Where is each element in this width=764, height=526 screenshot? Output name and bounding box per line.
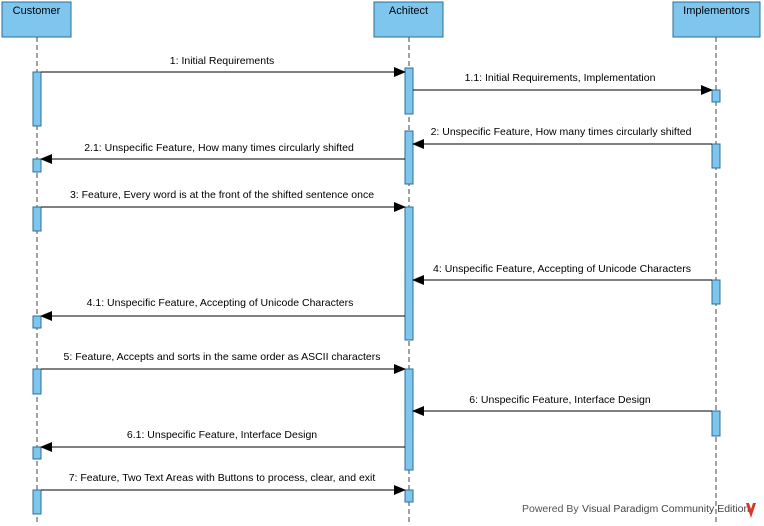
footer-brand: Visual Paradigm Community Edition	[582, 503, 749, 515]
message-3: 3: Feature, Every word is at the front o…	[41, 189, 406, 212]
activation-implementors-3	[711, 279, 721, 305]
message-7-label: 7: Feature, Two Text Areas with Buttons …	[69, 472, 376, 484]
activation-customer-5	[32, 368, 42, 395]
activation-customer-2	[32, 158, 42, 173]
message-2: 2: Unspecific Feature, How many times ci…	[412, 126, 712, 149]
activation-customer-6	[32, 446, 42, 460]
activation-customer-3	[32, 206, 42, 232]
activation-implementors-1	[711, 89, 721, 103]
participant-implementors[interactable]: Implementors	[672, 1, 761, 38]
participant-architect[interactable]: Achitect	[373, 1, 444, 38]
message-1-1: 1.1: Initial Requirements, Implementatio…	[413, 72, 713, 95]
message-4-1-label: 4.1: Unspecific Feature, Accepting of Un…	[87, 297, 354, 309]
message-6-label: 6: Unspecific Feature, Interface Design	[469, 394, 651, 406]
activation-customer-4	[32, 315, 42, 329]
activation-implementors-4	[711, 410, 721, 437]
message-1-1-label: 1.1: Initial Requirements, Implementatio…	[465, 72, 656, 84]
message-5: 5: Feature, Accepts and sorts in the sam…	[41, 351, 406, 374]
footer-powered-by: Powered By	[522, 503, 579, 515]
activation-architect-4	[404, 368, 414, 471]
footer-watermark: Powered By Visual Paradigm Community Edi…	[522, 503, 756, 518]
activation-implementors-2	[711, 143, 721, 169]
message-6-1: 6.1: Unspecific Feature, Interface Desig…	[40, 429, 405, 452]
activation-customer-7	[32, 489, 42, 515]
message-4-1: 4.1: Unspecific Feature, Accepting of Un…	[40, 297, 405, 321]
activation-architect-2	[404, 130, 414, 185]
message-2-label: 2: Unspecific Feature, How many times ci…	[431, 126, 692, 138]
message-7: 7: Feature, Two Text Areas with Buttons …	[41, 472, 406, 495]
message-1-label: 1: Initial Requirements	[170, 55, 274, 67]
participant-implementors-label: Implementors	[683, 5, 750, 17]
message-3-label: 3: Feature, Every word is at the front o…	[70, 189, 374, 201]
message-6-1-label: 6.1: Unspecific Feature, Interface Desig…	[127, 429, 317, 441]
activation-architect-3	[404, 206, 414, 341]
message-1: 1: Initial Requirements	[41, 55, 406, 77]
message-4: 4: Unspecific Feature, Accepting of Unic…	[412, 263, 712, 285]
activation-customer-1	[32, 71, 42, 127]
message-5-label: 5: Feature, Accepts and sorts in the sam…	[64, 351, 381, 363]
participant-customer[interactable]: Customer	[1, 1, 72, 38]
message-4-label: 4: Unspecific Feature, Accepting of Unic…	[433, 263, 691, 275]
visual-paradigm-logo-icon	[746, 503, 756, 518]
participant-customer-label: Customer	[13, 5, 61, 17]
message-2-1-label: 2.1: Unspecific Feature, How many times …	[84, 142, 354, 154]
activation-architect-5	[404, 489, 414, 503]
message-6: 6: Unspecific Feature, Interface Design	[412, 394, 712, 416]
message-2-1: 2.1: Unspecific Feature, How many times …	[40, 142, 405, 164]
activation-architect-1	[404, 67, 414, 115]
participant-architect-label: Achitect	[389, 5, 428, 17]
